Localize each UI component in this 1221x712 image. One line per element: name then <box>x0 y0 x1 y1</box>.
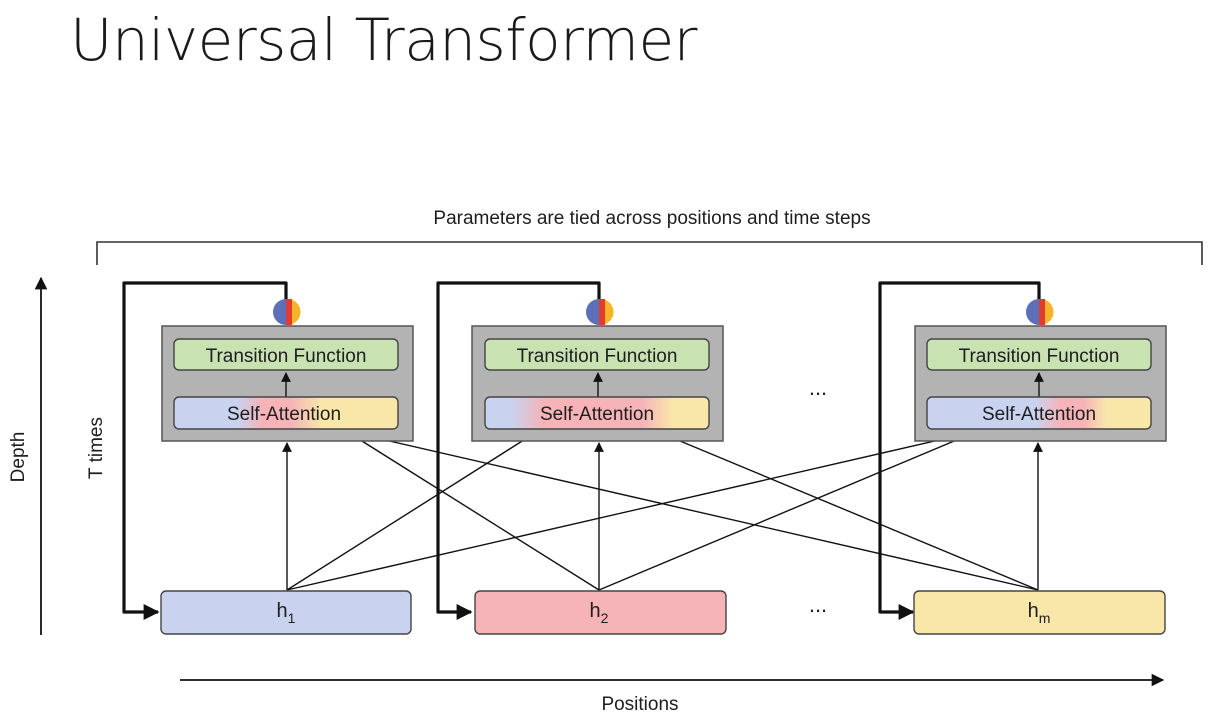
hidden-state-2: h2 <box>474 590 727 635</box>
parameters-tied-caption: Parameters are tied across positions and… <box>433 208 870 229</box>
transition-function-label: Transition Function <box>517 346 678 367</box>
self-attention-box <box>484 396 710 430</box>
hidden-state-label: hm <box>1028 600 1051 626</box>
attention-arrow <box>598 429 979 591</box>
ut-block-1: Transition Function Self-Attention <box>122 281 414 620</box>
hidden-state-label: h2 <box>590 600 609 626</box>
hidden-state-subscript: m <box>1039 610 1051 626</box>
depth-label: Depth <box>8 432 29 483</box>
self-attention-box <box>926 396 1152 430</box>
transition-function-box <box>926 338 1152 371</box>
recurrence-loop <box>122 281 288 620</box>
attention-arrow <box>345 430 600 591</box>
halting-indicator-icon <box>586 299 614 325</box>
slide-title: Universal Transformer <box>70 6 698 74</box>
attention-connections <box>286 428 1039 591</box>
recurrence-loop <box>436 281 601 620</box>
transition-function-label: Transition Function <box>959 346 1120 367</box>
hidden-state-1: h1 <box>160 590 412 635</box>
transition-function-box <box>484 338 710 371</box>
recurrence-loop <box>878 281 1041 620</box>
hidden-state-box <box>913 590 1166 635</box>
block-ellipsis: ... <box>809 375 827 400</box>
hidden-state-box <box>160 590 412 635</box>
hidden-state-box <box>474 590 727 635</box>
hidden-state-subscript: 1 <box>288 610 296 626</box>
self-attention-label: Self-Attention <box>540 404 654 425</box>
hidden-state-base: h <box>277 600 288 622</box>
transition-function-box <box>173 338 399 371</box>
self-attention-box <box>173 396 399 430</box>
state-ellipsis: ... <box>809 592 827 617</box>
t-times-label: T times <box>86 417 107 479</box>
self-attention-label: Self-Attention <box>227 404 341 425</box>
hidden-state-base: h <box>1028 600 1039 622</box>
attention-arrow <box>286 428 979 591</box>
hidden-state-base: h <box>590 600 601 622</box>
attention-arrow <box>655 429 1039 591</box>
hidden-state-m: hm <box>913 590 1166 635</box>
hidden-state-subscript: 2 <box>601 610 609 626</box>
positions-label: Positions <box>601 694 678 712</box>
ut-block-2: Transition Function Self-Attention <box>436 281 724 620</box>
ut-block-3: Transition Function Self-Attention <box>878 281 1167 620</box>
transition-function-label: Transition Function <box>206 346 367 367</box>
halting-indicator-icon <box>273 299 301 325</box>
hidden-state-label: h1 <box>277 600 296 626</box>
halting-indicator-icon <box>1026 299 1054 325</box>
parameter-bracket <box>96 241 1203 265</box>
attention-arrow <box>345 428 1039 591</box>
self-attention-label: Self-Attention <box>982 404 1096 425</box>
attention-arrow <box>286 430 539 591</box>
